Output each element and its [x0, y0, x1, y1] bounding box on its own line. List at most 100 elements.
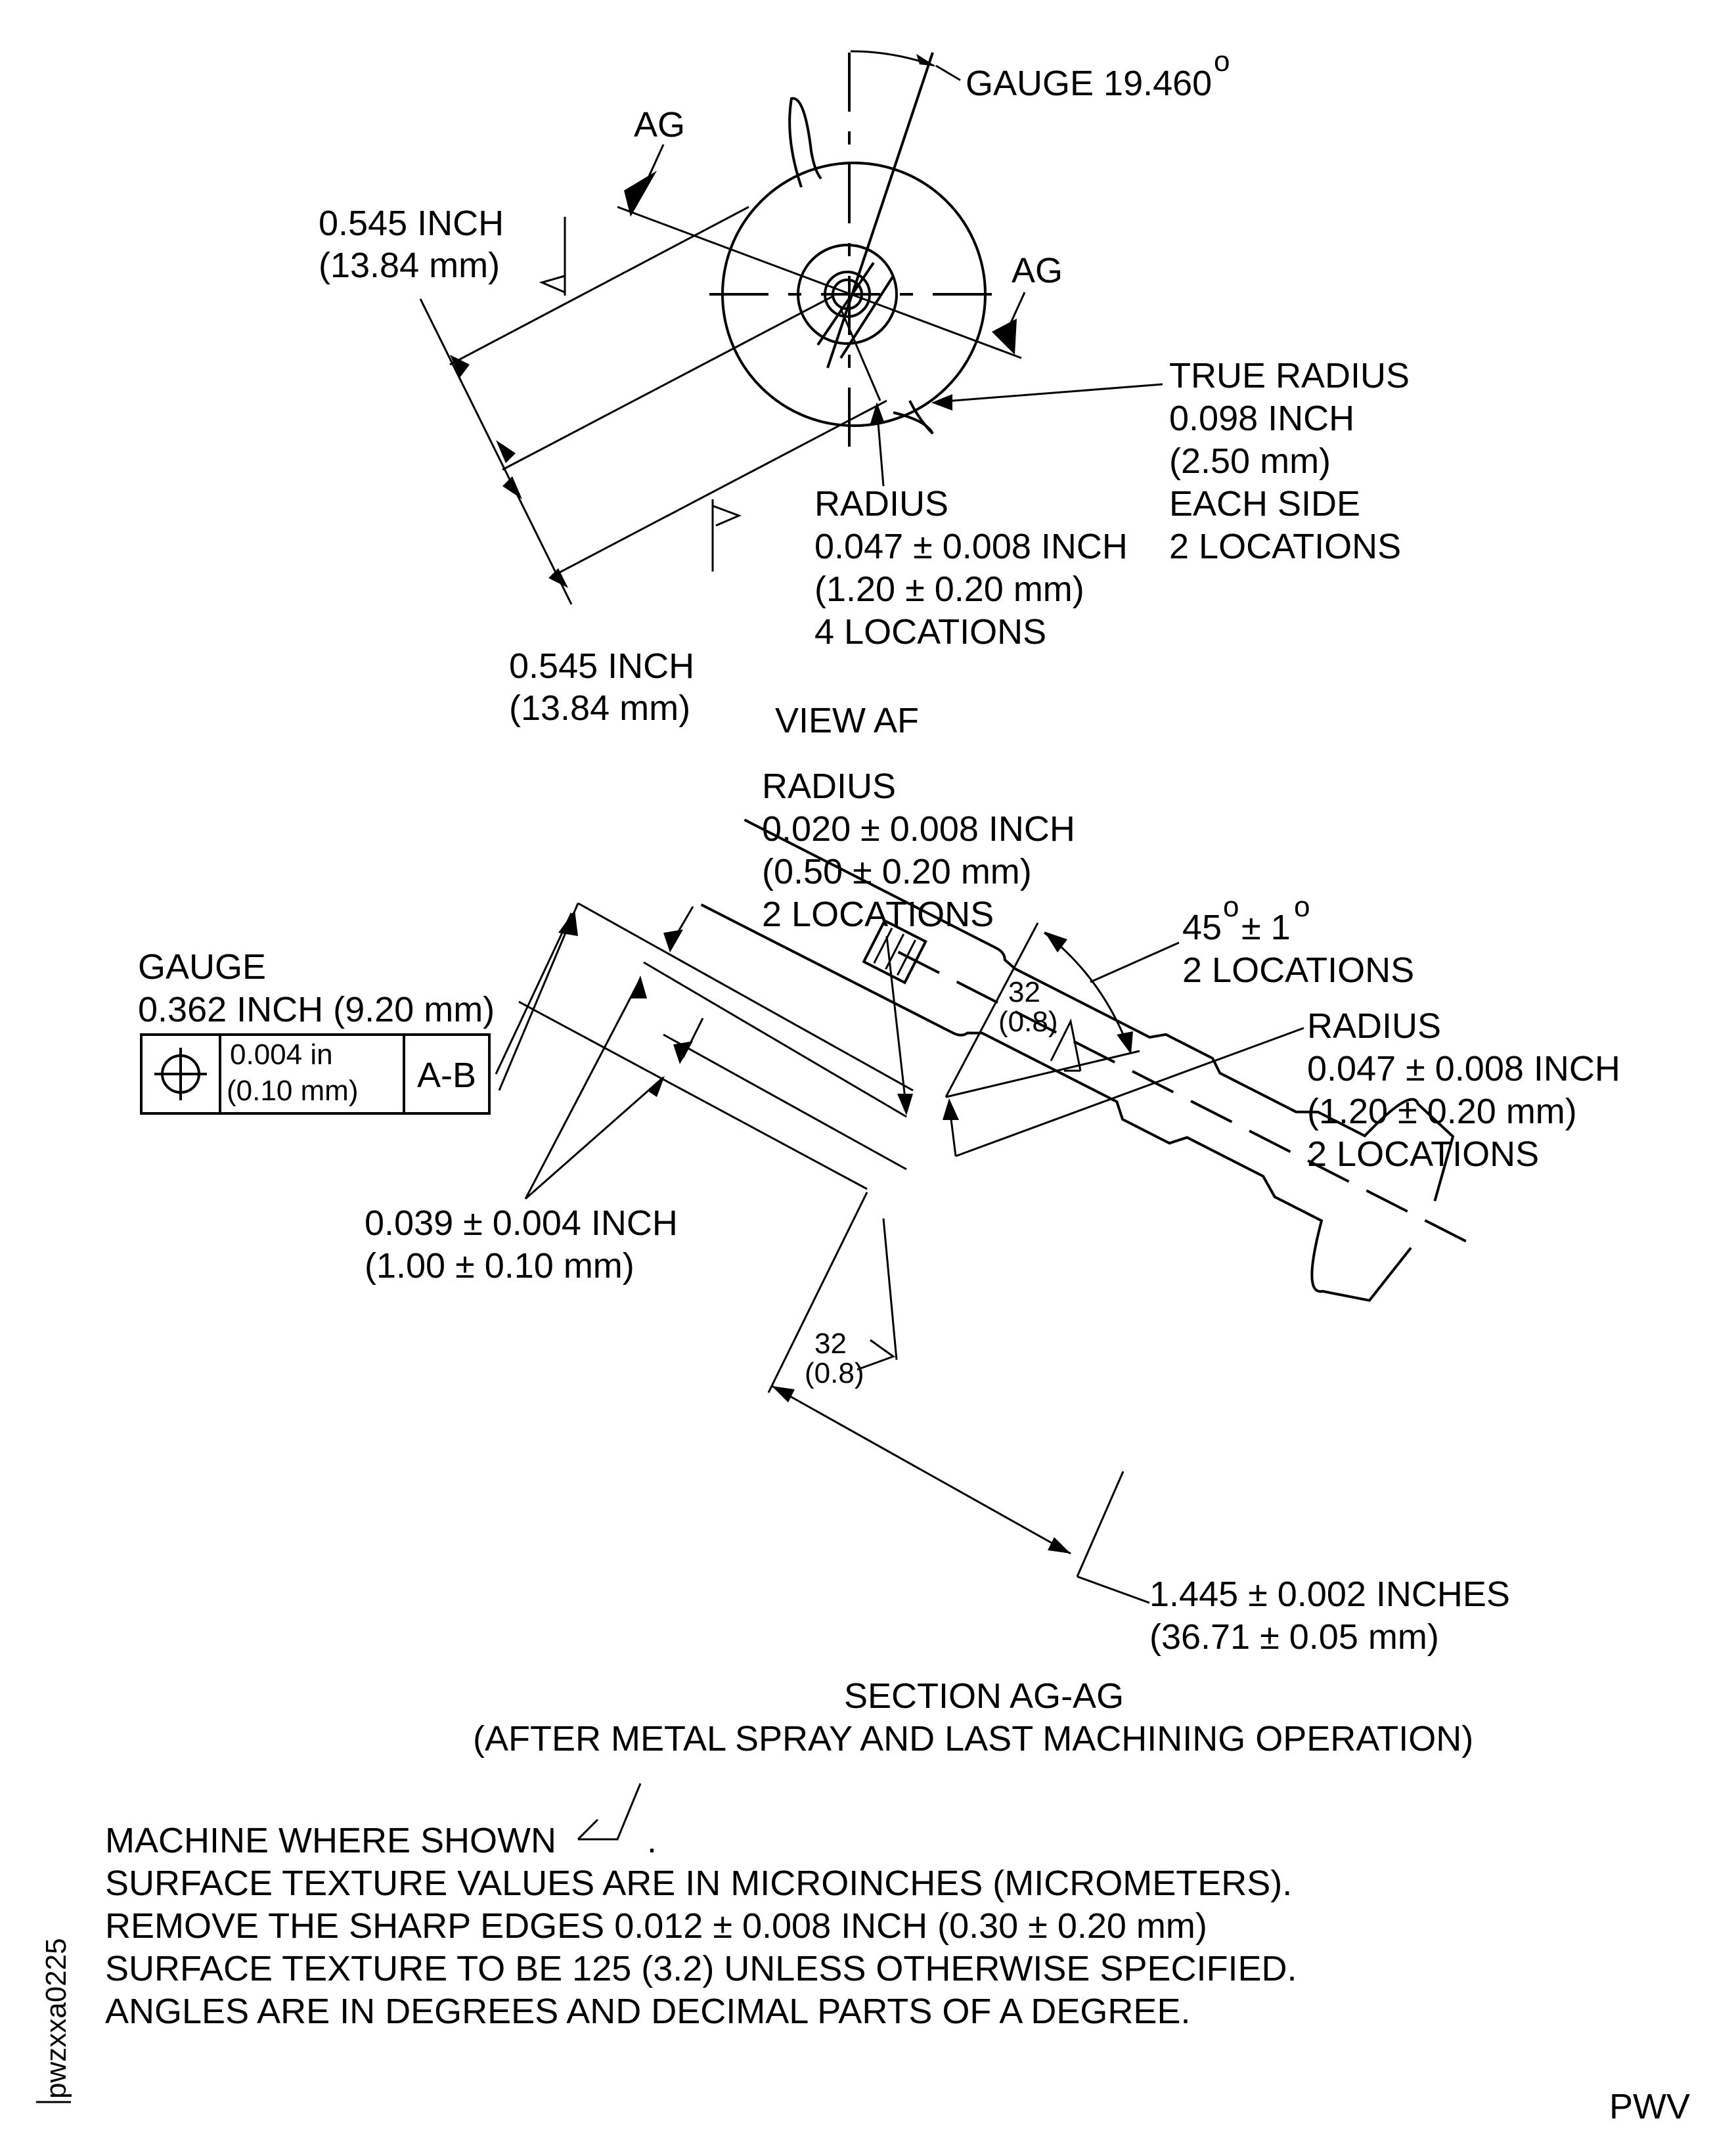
note-4: SURFACE TEXTURE TO BE 125 (3.2) UNLESS O… — [105, 1949, 1297, 1988]
note-1: MACHINE WHERE SHOWN — [105, 1821, 556, 1860]
section-ag: 0.004 in (0.10 mm) A-B RADIUS 0.020 ± 0.… — [138, 767, 1620, 1758]
datum-flag-top — [539, 217, 566, 296]
gauge-angle-line — [826, 52, 934, 369]
angle-degree-1: o — [1223, 891, 1239, 923]
width-arrow-1 — [631, 975, 647, 998]
length-line-1: 1.445 ± 0.002 INCHES — [1149, 1575, 1510, 1614]
dim-top-line-2: (13.84 mm) — [319, 246, 500, 285]
true-radius-line-4: EACH SIDE — [1169, 484, 1360, 524]
section-bore-thread — [873, 928, 916, 976]
gauge-label: GAUGE — [138, 947, 266, 987]
figure-id: pwzxxa0225 — [40, 1938, 72, 2099]
radius-line-4: 4 LOCATIONS — [814, 612, 1046, 652]
true-radius-line-3: (2.50 mm) — [1169, 441, 1331, 481]
fcf-datum: A-B — [417, 1056, 476, 1095]
length-leader — [1077, 1575, 1150, 1604]
gauge-angle-degree: o — [1214, 45, 1230, 78]
length-ext-left — [767, 1192, 868, 1393]
section-centerline — [897, 951, 1473, 1245]
note-3: REMOVE THE SHARP EDGES 0.012 ± 0.008 INC… — [105, 1906, 1207, 1946]
view-af-top-tab — [788, 97, 822, 188]
hub-cross-line-2 — [839, 275, 895, 359]
true-radius-leader — [935, 383, 1163, 403]
radius-top-arrow — [897, 1094, 913, 1115]
feature-control-frame: 0.004 in (0.10 mm) A-B — [140, 1033, 491, 1115]
angle-tolerance: ± 1 — [1241, 908, 1291, 947]
gauge-value: 0.362 INCH (9.20 mm) — [138, 990, 495, 1029]
section-arrow-top-shaft — [646, 144, 665, 181]
surface-1-value: 32 — [1008, 976, 1040, 1008]
section-arrow-bottom-shaft — [1007, 292, 1026, 329]
view-af-title: VIEW AF — [775, 701, 919, 740]
radius-right-line-3: (1.20 ± 0.20 mm) — [1307, 1092, 1577, 1131]
section-title: SECTION AG-AG — [844, 1676, 1124, 1716]
width-line-1: 0.039 ± 0.004 INCH — [365, 1203, 678, 1243]
ext-line-3 — [554, 399, 887, 576]
ext-line-1 — [449, 206, 749, 366]
radius-top-line-4: 2 LOCATIONS — [762, 895, 994, 934]
length-ext-right — [1076, 1471, 1124, 1577]
note-5: ANGLES ARE IN DEGREES AND DECIMAL PARTS … — [105, 1992, 1190, 2031]
sec-ext-top — [577, 902, 914, 1092]
width-line-2: (1.00 ± 0.10 mm) — [365, 1246, 634, 1286]
angle-ext-line — [945, 922, 1039, 1098]
surface-2-leader — [882, 1218, 898, 1360]
section-lower-profile — [700, 903, 1412, 1302]
surface-1-metric: (0.8) — [998, 1006, 1057, 1038]
length-arrow-2 — [1048, 1537, 1071, 1554]
inner-dim-arrow-1 — [663, 929, 683, 952]
radius-top-line-2: 0.020 ± 0.008 INCH — [762, 809, 1075, 849]
radius-line-1: RADIUS — [814, 484, 948, 524]
radius-line-2: 0.047 ± 0.008 INCH — [814, 527, 1128, 566]
angle-locations: 2 LOCATIONS — [1182, 951, 1414, 990]
surface-symbol-2 — [857, 1339, 896, 1371]
width-leader-2 — [525, 1076, 664, 1200]
datum-flag-bottom — [711, 499, 742, 571]
section-bore — [862, 918, 927, 985]
notes: MACHINE WHERE SHOWN . SURFACE TEXTURE VA… — [105, 1783, 1297, 2031]
true-radius-arrow — [931, 394, 952, 411]
section-arrow-bottom — [992, 319, 1017, 355]
radius-right-line-4: 2 LOCATIONS — [1307, 1134, 1539, 1174]
dim-arrow-2 — [496, 440, 516, 463]
section-arrow-top — [624, 171, 657, 217]
dim-bottom-line-2: (13.84 mm) — [509, 688, 690, 728]
radius-right-arrow — [943, 1098, 959, 1120]
hub-cross-line-1 — [816, 261, 875, 346]
radius-right-leader — [955, 1027, 1304, 1157]
surface-2-value: 32 — [814, 1328, 847, 1360]
gauge-dim-line — [498, 903, 579, 1091]
sec-ext-4 — [518, 1000, 868, 1190]
note-2: SURFACE TEXTURE VALUES ARE IN MICROINCHE… — [105, 1864, 1292, 1903]
section-part — [700, 818, 1473, 1302]
radius-line-3: (1.20 ± 0.20 mm) — [814, 570, 1084, 609]
section-upper-profile — [744, 818, 1455, 1201]
gauge-leader — [935, 64, 961, 81]
section-subtitle: (AFTER METAL SPRAY AND LAST MACHINING OP… — [473, 1719, 1473, 1758]
true-radius-line-1: TRUE RADIUS — [1169, 356, 1410, 395]
view-af: GAUGE 19.460 o AG AG 0.545 INCH (13.84 m… — [319, 45, 1410, 740]
dim-top-line-1: 0.545 INCH — [319, 204, 504, 243]
section-cut-line — [617, 206, 1022, 359]
machine-symbol-icon — [577, 1783, 642, 1841]
radius-top-line-1: RADIUS — [762, 767, 896, 806]
surface-2-metric: (0.8) — [805, 1357, 864, 1389]
radius-top-leader — [885, 935, 908, 1111]
true-radius-line-5: 2 LOCATIONS — [1169, 527, 1401, 566]
angle-value: 45 — [1182, 908, 1222, 947]
angle-degree-2: o — [1294, 891, 1310, 923]
fcf-leader — [495, 912, 573, 1075]
fcf-box — [140, 1033, 491, 1115]
view-af-bottom-tab — [893, 400, 934, 435]
dim-arrow-4 — [548, 568, 568, 588]
angle-arrow-2 — [1117, 1031, 1133, 1054]
section-marker-top: AG — [634, 105, 685, 145]
angle-leader — [1090, 941, 1180, 983]
dim-arrow-3 — [502, 476, 522, 499]
fcf-tolerance-2: (0.10 mm) — [227, 1075, 358, 1107]
gauge-arc-arrow — [916, 54, 936, 66]
radius-right-line-1: RADIUS — [1307, 1006, 1441, 1046]
width-leader-1 — [524, 978, 642, 1199]
section-marker-right: AG — [1012, 251, 1063, 290]
